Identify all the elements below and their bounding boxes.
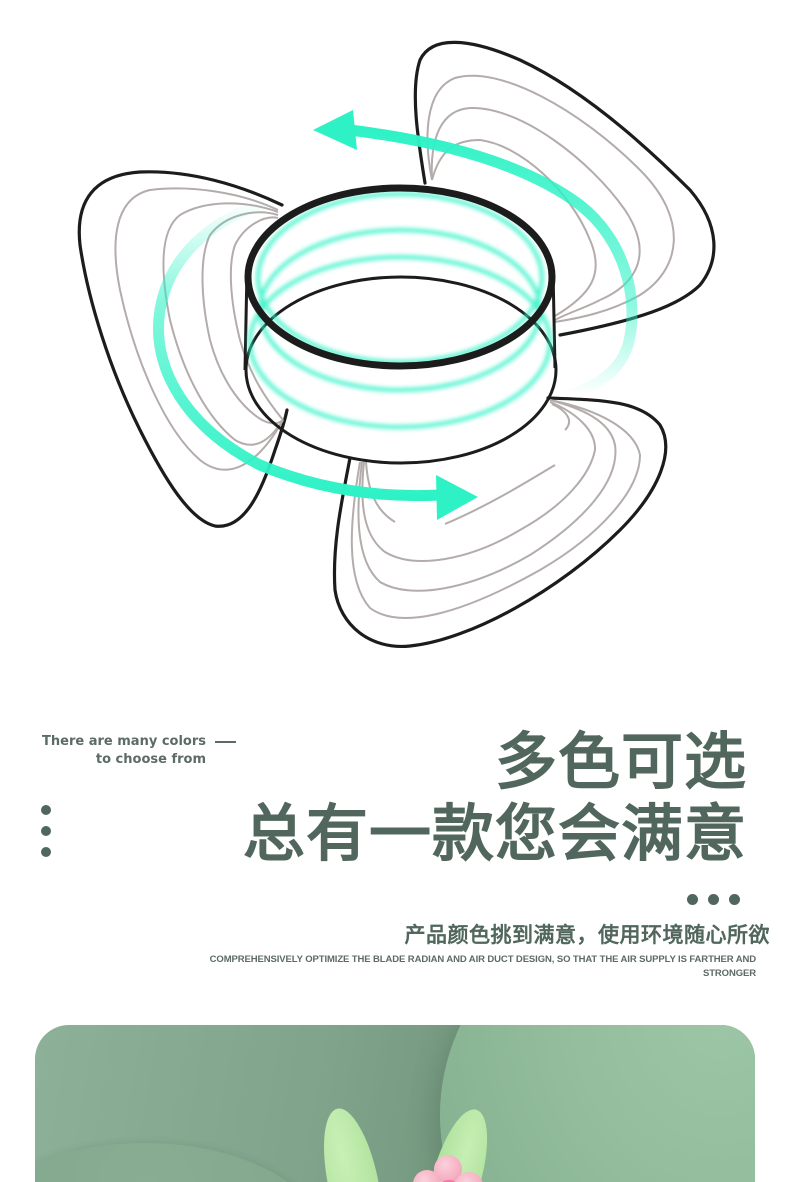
caption-dash-divider (215, 741, 236, 743)
flower-center (436, 1180, 462, 1182)
flower-petal (413, 1170, 441, 1182)
caption-line-2: to choose from (95, 752, 206, 767)
decorative-sphere-left (35, 1143, 325, 1182)
blade-bottom (332, 396, 668, 648)
horizontal-dots-decoration (687, 890, 750, 905)
product-color-card (35, 1025, 755, 1182)
rotation-arrow-top (313, 110, 638, 401)
dot-icon (729, 894, 740, 905)
dot-icon (41, 847, 51, 857)
flower-petal (455, 1172, 483, 1182)
dot-icon (41, 826, 51, 836)
description: COMPREHENSIVELY OPTIMIZE THE BLADE RADIA… (209, 954, 756, 979)
dot-icon (41, 805, 51, 815)
fan-hub-cylinder (243, 184, 558, 465)
headline-line-1: 多色可选 (494, 725, 747, 798)
headline-line-2: 总有一款您会满意 (242, 797, 747, 870)
decorative-sphere-right (440, 1025, 755, 1182)
dot-icon (708, 894, 719, 905)
flower-ornament-icon (413, 1150, 483, 1182)
caption-line-1: There are many colors (42, 734, 206, 749)
english-caption: There are many colors to choose from (42, 733, 206, 769)
fan-blade-diagram (77, 40, 716, 648)
blade-left (77, 170, 289, 528)
vertical-dots-decoration (41, 805, 53, 868)
rotation-arrow-bottom (153, 194, 478, 520)
bunny-ear-left (312, 1103, 394, 1182)
headline: 多色可选 总有一款您会满意 (243, 727, 747, 869)
subtitle: 产品颜色挑到满意，使用环境随心所欲 (404, 923, 770, 947)
dot-icon (687, 894, 698, 905)
